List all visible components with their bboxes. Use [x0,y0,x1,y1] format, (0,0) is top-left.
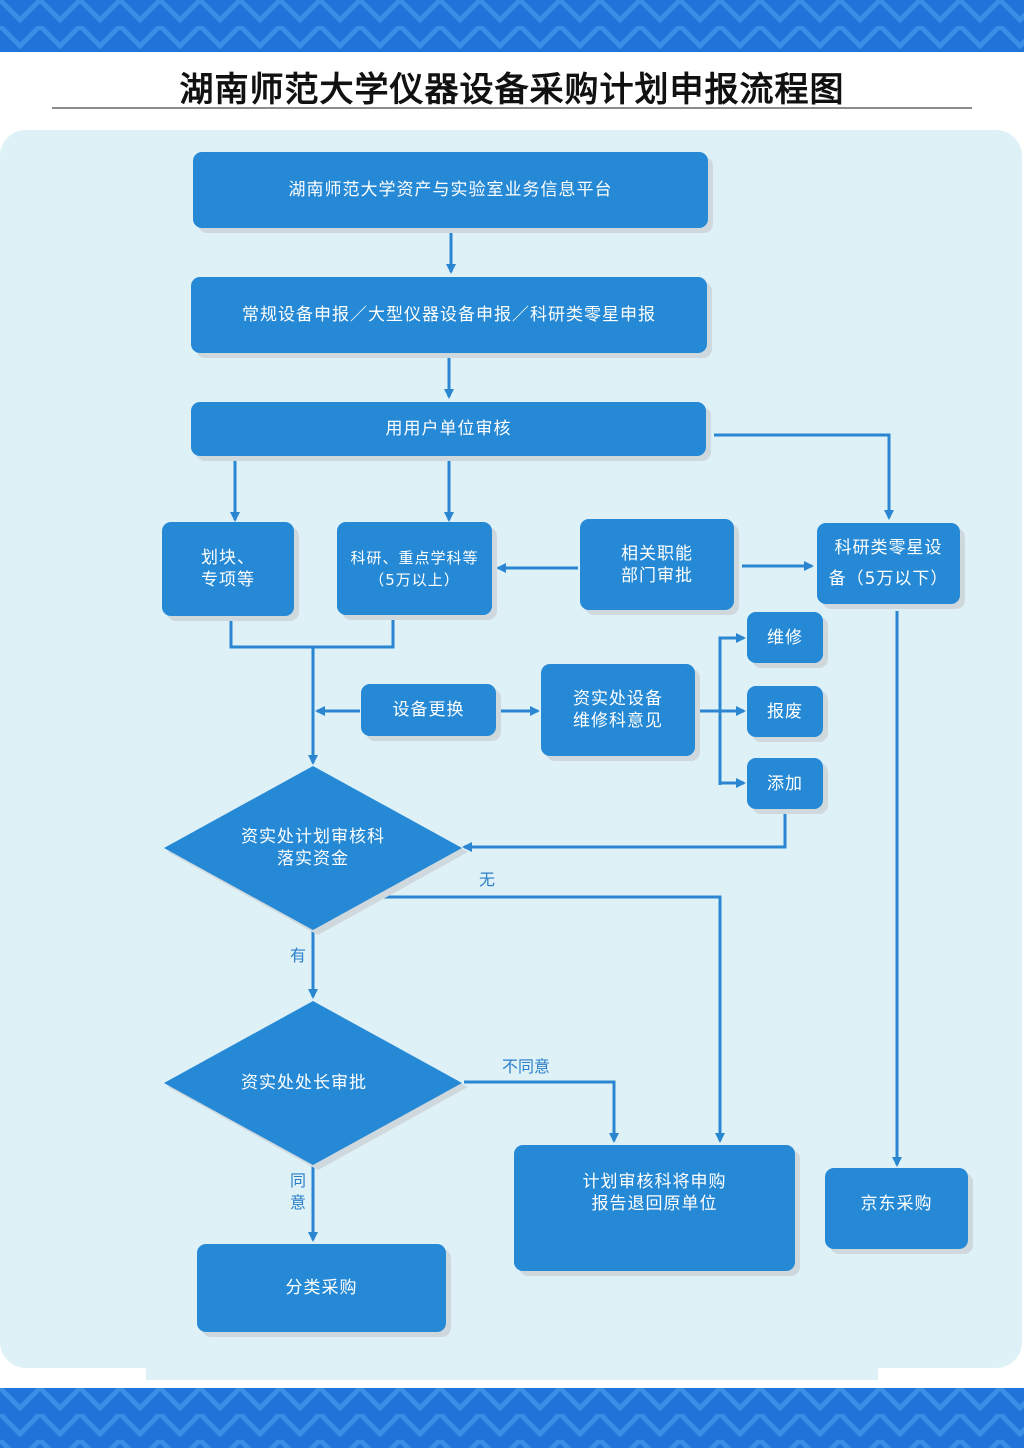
edge-block-merge [229,618,395,649]
node-declare-label: 常规设备申报／大型仪器设备申报／科研类零星申报 [242,305,656,325]
edge-label-disagree: 不同意 [502,1057,551,1076]
edge-plan-return [374,895,725,1143]
page-title: 湖南师范大学仪器设备采购计划申报流程图 [179,70,845,110]
chevron-pattern [0,0,1024,52]
node-dept-approve-label: 相关职能 部门审批 [621,543,693,586]
node-research-small[interactable]: 科研类零星设 备（5万以下） [817,523,960,604]
edge-label-no-funds: 无 [479,870,496,889]
node-unit-review[interactable]: 用用户单位审核 [191,402,706,456]
node-return-report-label: 计划审核科将申购 报告退回原单位 [582,1172,727,1214]
node-add[interactable]: 添加 [747,758,823,809]
edge-review-small [714,433,894,520]
edge-director-return [464,1080,619,1143]
node-repair[interactable]: 维修 [747,612,823,663]
node-scrap[interactable]: 报废 [747,686,823,737]
bottom-decorative-band [0,1388,1024,1448]
node-block-special-label: 划块、 专项等 [201,548,255,590]
node-research-small-label: 科研类零星设 备（5万以下） [828,537,949,589]
node-unit-review-label: 用用户单位审核 [385,419,512,439]
node-equip-replace-label: 设备更换 [392,700,465,720]
top-decorative-band [0,0,1024,52]
edge-add-plan [462,812,787,852]
chevron-pattern [0,1388,1024,1448]
node-classified-purchase-label: 分类采购 [285,1278,358,1298]
node-dept-approve[interactable]: 相关职能 部门审批 [580,519,734,610]
node-research-key-label: 科研、重点学科等 （5万以上） [350,548,479,589]
node-return-report[interactable]: 计划审核科将申购 报告退回原单位 [514,1145,795,1271]
edge-label-agree: 同 意 [290,1171,307,1212]
node-add-label: 添加 [767,773,803,794]
node-platform-label: 湖南师范大学资产与实验室业务信息平台 [288,180,613,200]
node-director-approve-label[interactable]: 资实处处长审批 [241,1073,367,1093]
node-block-special[interactable]: 划块、 专项等 [162,522,294,616]
title-underline [52,107,972,109]
director-diamond [164,1001,462,1165]
plan-review-diamond [164,766,462,930]
node-repair-opinion-label: 资实处设备 维修科意见 [573,689,663,731]
node-equip-replace[interactable]: 设备更换 [361,684,496,736]
node-research-key[interactable]: 科研、重点学科等 （5万以上） [337,522,492,615]
node-scrap-label: 报废 [767,701,803,722]
node-declare[interactable]: 常规设备申报／大型仪器设备申报／科研类零星申报 [191,277,707,353]
node-jd-purchase-label: 京东采购 [860,1193,933,1214]
panel-foot [146,1360,878,1380]
edge-label-has-funds: 有 [290,946,307,965]
edge-opinion-repair [718,633,746,785]
node-repair-opinion[interactable]: 资实处设备 维修科意见 [541,664,695,756]
node-jd-purchase[interactable]: 京东采购 [825,1168,968,1249]
node-repair-label: 维修 [767,627,803,648]
node-classified-purchase[interactable]: 分类采购 [197,1244,446,1332]
node-platform[interactable]: 湖南师范大学资产与实验室业务信息平台 [193,152,708,228]
node-plan-review-label[interactable]: 资实处计划审核科 落实资金 [241,827,385,869]
